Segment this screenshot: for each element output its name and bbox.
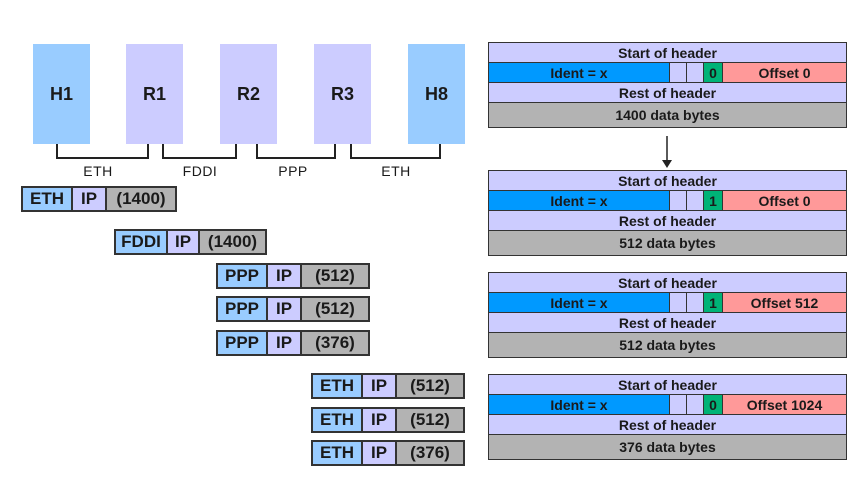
header-start: Start of header bbox=[488, 42, 847, 63]
frame-eth-1400: ETH IP (1400) bbox=[21, 186, 177, 212]
packet-data: 512 data bytes bbox=[488, 230, 847, 256]
ident-field: Ident = x bbox=[489, 293, 670, 312]
frame-ppp-512: PPP IP (512) bbox=[216, 296, 370, 322]
router-r3: R3 bbox=[314, 44, 371, 144]
frame-ip-header: IP bbox=[71, 186, 107, 212]
host-h8: H8 bbox=[408, 44, 465, 144]
fragment-offset-field: Offset 0 bbox=[723, 63, 846, 82]
fragment-offset-field: Offset 512 bbox=[723, 293, 846, 312]
host-h1: H1 bbox=[33, 44, 90, 144]
frame-payload: (512) bbox=[395, 373, 465, 399]
ip-packet-fragment-2: Start of header Ident = x 1 Offset 512 R… bbox=[488, 272, 847, 358]
frame-l2-header: ETH bbox=[311, 373, 363, 399]
header-start: Start of header bbox=[488, 272, 847, 293]
packet-data: 376 data bytes bbox=[488, 434, 847, 460]
link-bracket-fddi bbox=[162, 144, 237, 159]
header-start: Start of header bbox=[488, 374, 847, 395]
node-label: R2 bbox=[236, 83, 260, 104]
frame-l2-header: ETH bbox=[311, 440, 363, 466]
ident-field: Ident = x bbox=[489, 191, 670, 210]
link-bracket-eth-1 bbox=[56, 144, 149, 159]
ident-field: Ident = x bbox=[489, 63, 670, 82]
ident-field: Ident = x bbox=[489, 395, 670, 414]
frame-ip-header: IP bbox=[361, 373, 397, 399]
frame-eth-512: ETH IP (512) bbox=[311, 373, 465, 399]
header-rest: Rest of header bbox=[488, 82, 847, 103]
router-r2: R2 bbox=[220, 44, 277, 144]
header-rest: Rest of header bbox=[488, 210, 847, 231]
frame-ppp-512: PPP IP (512) bbox=[216, 263, 370, 289]
frame-l2-header: FDDI bbox=[114, 229, 168, 255]
more-fragments-flag: 1 bbox=[704, 191, 723, 210]
header-rest: Rest of header bbox=[488, 312, 847, 333]
link-bracket-ppp bbox=[256, 144, 336, 159]
frame-payload: (512) bbox=[300, 263, 370, 289]
reserved-flag-field bbox=[670, 395, 687, 414]
link-bracket-eth-2 bbox=[350, 144, 441, 159]
frame-l2-header: PPP bbox=[216, 263, 268, 289]
packet-data: 512 data bytes bbox=[488, 332, 847, 358]
frame-payload: (1400) bbox=[105, 186, 177, 212]
link-label-eth: ETH bbox=[83, 163, 113, 179]
frame-ip-header: IP bbox=[266, 296, 302, 322]
more-fragments-flag: 0 bbox=[704, 63, 723, 82]
node-label: H1 bbox=[49, 83, 73, 104]
frame-l2-header: ETH bbox=[21, 186, 73, 212]
frame-ip-header: IP bbox=[361, 407, 397, 433]
header-fields: Ident = x 1 Offset 512 bbox=[488, 292, 847, 313]
link-label-eth: ETH bbox=[381, 163, 411, 179]
frame-payload: (376) bbox=[395, 440, 465, 466]
fragment-offset-field: Offset 1024 bbox=[723, 395, 846, 414]
node-label: H8 bbox=[424, 83, 448, 104]
frame-ip-header: IP bbox=[361, 440, 397, 466]
frame-ip-header: IP bbox=[266, 263, 302, 289]
link-label-ppp: PPP bbox=[278, 163, 308, 179]
link-label-fddi: FDDI bbox=[182, 163, 218, 179]
header-rest: Rest of header bbox=[488, 414, 847, 435]
df-flag-field bbox=[687, 293, 704, 312]
ip-packet-fragment-1: Start of header Ident = x 1 Offset 0 Res… bbox=[488, 170, 847, 256]
fragment-offset-field: Offset 0 bbox=[723, 191, 846, 210]
frame-eth-376: ETH IP (376) bbox=[311, 440, 465, 466]
frame-payload: (512) bbox=[395, 407, 465, 433]
packet-data: 1400 data bytes bbox=[488, 102, 847, 128]
df-flag-field bbox=[687, 395, 704, 414]
frame-payload: (376) bbox=[300, 330, 370, 356]
frame-payload: (512) bbox=[300, 296, 370, 322]
router-r1: R1 bbox=[126, 44, 183, 144]
frame-eth-512: ETH IP (512) bbox=[311, 407, 465, 433]
node-label: R3 bbox=[330, 83, 354, 104]
header-start: Start of header bbox=[488, 170, 847, 191]
fragment-arrow-head bbox=[662, 160, 672, 168]
frame-ppp-376: PPP IP (376) bbox=[216, 330, 370, 356]
frame-l2-header: PPP bbox=[216, 330, 268, 356]
more-fragments-flag: 1 bbox=[704, 293, 723, 312]
df-flag-field bbox=[687, 63, 704, 82]
reserved-flag-field bbox=[670, 63, 687, 82]
frame-ip-header: IP bbox=[266, 330, 302, 356]
header-fields: Ident = x 0 Offset 0 bbox=[488, 62, 847, 83]
frame-fddi-1400: FDDI IP (1400) bbox=[114, 229, 267, 255]
frame-l2-header: ETH bbox=[311, 407, 363, 433]
node-label: R1 bbox=[142, 83, 166, 104]
ip-packet-fragment-3: Start of header Ident = x 0 Offset 1024 … bbox=[488, 374, 847, 460]
frame-payload: (1400) bbox=[198, 229, 267, 255]
header-fields: Ident = x 1 Offset 0 bbox=[488, 190, 847, 211]
reserved-flag-field bbox=[670, 293, 687, 312]
ip-packet-original: Start of header Ident = x 0 Offset 0 Res… bbox=[488, 42, 847, 128]
frame-l2-header: PPP bbox=[216, 296, 268, 322]
frame-ip-header: IP bbox=[166, 229, 200, 255]
reserved-flag-field bbox=[670, 191, 687, 210]
df-flag-field bbox=[687, 191, 704, 210]
header-fields: Ident = x 0 Offset 1024 bbox=[488, 394, 847, 415]
more-fragments-flag: 0 bbox=[704, 395, 723, 414]
